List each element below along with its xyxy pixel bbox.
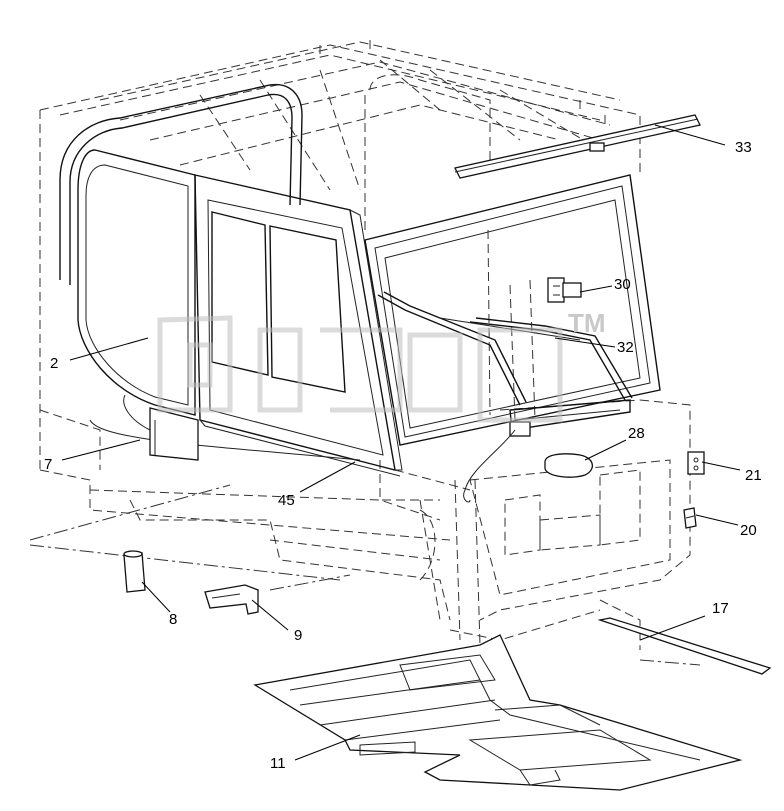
callout-45: 45 [278,492,295,509]
watermark-tm-mark: TM [568,308,606,338]
door-latch [687,451,705,475]
center-lines [29,484,701,666]
callout-labels: 2 7 8 9 11 17 20 21 28 30 32 33 45 [44,139,762,772]
floor-mat [253,634,743,791]
callout-33: 33 [735,139,752,156]
callout-8: 8 [169,611,177,628]
roof-trim-strip [454,114,701,179]
grab-handle-rail [59,83,303,285]
callout-9: 9 [294,627,302,644]
small-bracket [683,507,697,529]
watermark-logo: TM [157,308,606,423]
hinge-bracket [547,277,582,303]
callout-17: 17 [712,600,729,617]
side-window-frame [77,149,196,416]
callout-28: 28 [628,425,645,442]
floor-strip [597,617,772,675]
callout-7: 7 [44,456,52,473]
callout-2: 2 [50,355,58,372]
lower-side-panel [123,394,199,461]
callout-11: 11 [270,755,286,772]
callout-20: 20 [740,522,757,539]
callout-32: 32 [617,339,634,356]
door-frame [89,174,403,477]
leader-lines [61,124,741,761]
door-handle [204,584,259,615]
cylinder-part [123,550,146,593]
callout-21: 21 [745,467,762,484]
dome-lamp [544,453,593,478]
callout-30: 30 [614,276,631,293]
